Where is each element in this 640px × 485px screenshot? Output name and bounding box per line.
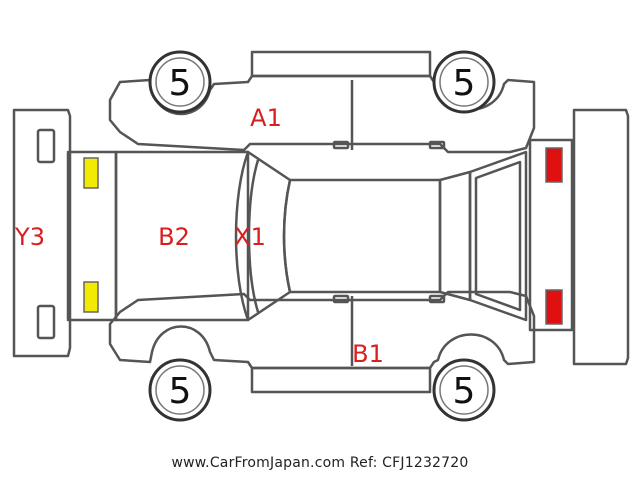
bottom-front-door-handle — [332, 294, 350, 304]
tire-front-left: 5 — [148, 50, 212, 114]
damage-label-y3: Y3 — [14, 223, 45, 251]
roof — [282, 178, 442, 294]
bottom-rear-door-handle — [428, 294, 446, 304]
bottom-side-skirt — [250, 366, 432, 394]
damage-label-b2: B2 — [158, 223, 190, 251]
rear-light-bottom — [545, 289, 563, 325]
tire-rear-right-value: 5 — [453, 371, 476, 412]
tire-front-left-value: 5 — [169, 63, 192, 104]
bottom-side-panel — [108, 290, 536, 370]
rear-light-housing — [528, 138, 574, 332]
front-light-top — [83, 157, 99, 189]
tire-rear-right: 5 — [432, 358, 496, 422]
rear-window — [438, 170, 472, 302]
front-bumper — [12, 108, 72, 358]
trunk-inner — [474, 160, 522, 312]
damage-label-x1: X1 — [234, 223, 266, 251]
front-light-bottom — [83, 281, 99, 313]
windshield-inner — [247, 159, 260, 313]
rear-bumper — [572, 108, 630, 366]
damage-label-a1: A1 — [250, 104, 282, 132]
tire-front-right: 5 — [148, 358, 212, 422]
tire-rear-left: 5 — [432, 50, 496, 114]
top-rear-door-handle — [428, 140, 446, 150]
tire-rear-left-value: 5 — [453, 63, 476, 104]
front-bumper-vent-top — [36, 128, 56, 164]
trunk — [468, 150, 528, 322]
reference-footer: www.CarFromJapan.com Ref: CFJ1232720 — [171, 455, 469, 471]
top-side-skirt — [250, 50, 432, 78]
rear-light-top — [545, 147, 563, 183]
front-bumper-vent-bottom — [36, 304, 56, 340]
car-outline — [12, 50, 630, 394]
tire-front-right-value: 5 — [169, 371, 192, 412]
damage-label-b1: B1 — [352, 340, 384, 368]
top-front-door-handle — [332, 140, 350, 150]
